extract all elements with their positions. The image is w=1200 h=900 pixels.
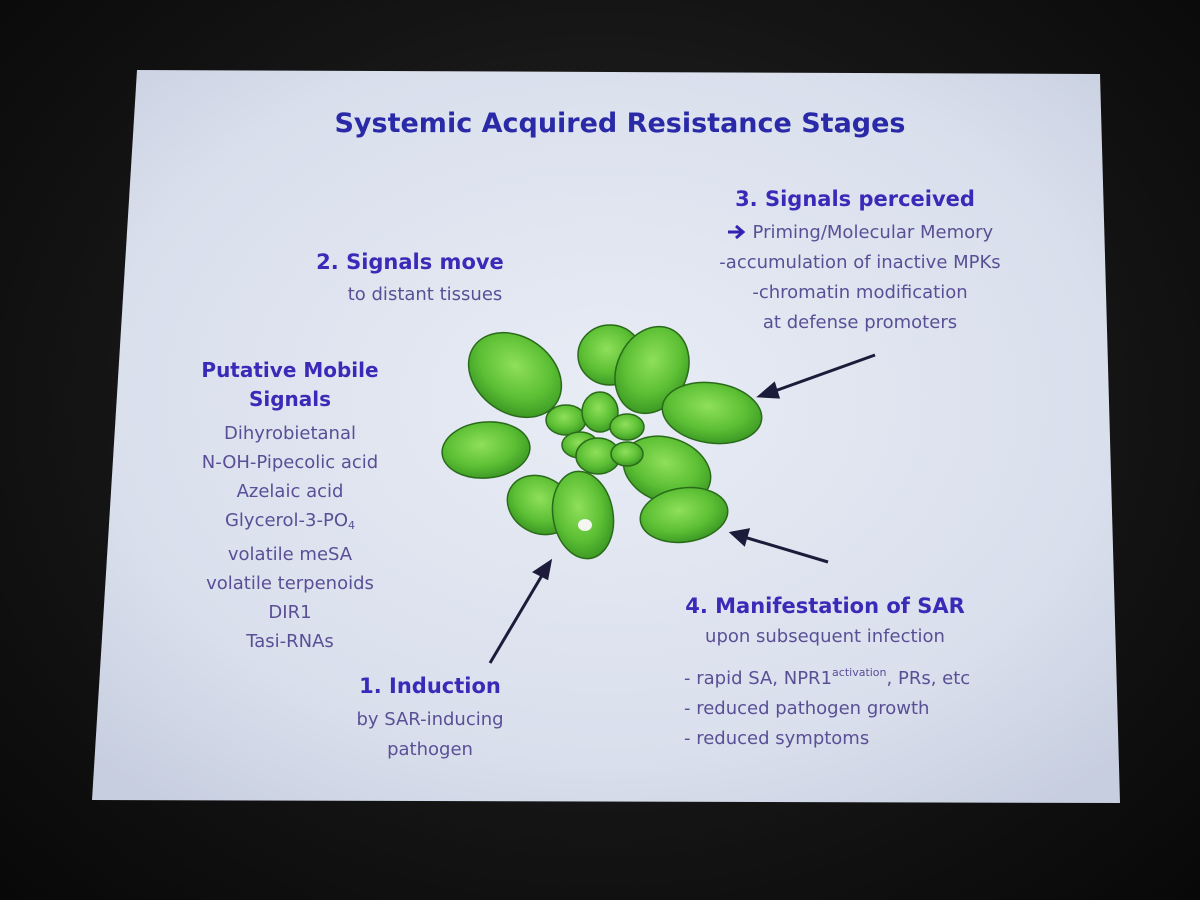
stage-3-heading: 3. Signals perceived bbox=[735, 187, 975, 211]
stage-4-line-3: - reduced symptoms bbox=[684, 728, 870, 749]
signals-heading: Putative Mobile Signals bbox=[201, 358, 379, 411]
stage-3-line-2: -accumulation of inactive MPKs bbox=[719, 252, 1001, 273]
stage-3-line-4: at defense promoters bbox=[762, 312, 958, 333]
stage-2-heading: 2. Signals move bbox=[316, 250, 504, 274]
right-arrow-icon bbox=[727, 224, 746, 240]
stage-4-subheading: upon subsequent infection bbox=[705, 626, 945, 647]
signal-item: volatile terpenoids bbox=[206, 573, 374, 594]
signal-item: N-OH-Pipecolic acid bbox=[201, 452, 379, 473]
stage-4-list: - rapid SA, NPR1activation, PRs, etc - r… bbox=[684, 658, 970, 754]
stage-2-text: to distant tissues bbox=[347, 284, 503, 305]
stage-1-heading: 1. Induction bbox=[359, 674, 501, 698]
signal-item: DIR1 bbox=[268, 602, 312, 623]
stage-4-heading: 4. Manifestation of SAR bbox=[685, 594, 965, 618]
signal-item: Dihyrobietanal bbox=[224, 423, 356, 444]
signal-item: Tasi-RNAs bbox=[246, 631, 334, 652]
signals-list: Dihyrobietanal N-OH-Pipecolic acid Azela… bbox=[170, 419, 410, 656]
stage-4-line-2: - reduced pathogen growth bbox=[684, 698, 930, 719]
signal-item: volatile meSA bbox=[227, 544, 353, 565]
signal-item: Glycerol-3-PO4 bbox=[224, 510, 356, 532]
stage-4-line-1: - rapid SA, NPR1activation, PRs, etc bbox=[684, 666, 971, 689]
stage-3-line-1: Priming/Molecular Memory bbox=[660, 218, 1060, 248]
stage-1-text: by SAR-inducing pathogen bbox=[356, 709, 504, 760]
stage-3-list: Priming/Molecular Memory -accumulation o… bbox=[660, 218, 1060, 338]
slide-title: Systemic Acquired Resistance Stages bbox=[334, 108, 906, 139]
signal-item: Azelaic acid bbox=[236, 481, 344, 502]
stage-3-line-3: -chromatin modification bbox=[752, 282, 968, 303]
